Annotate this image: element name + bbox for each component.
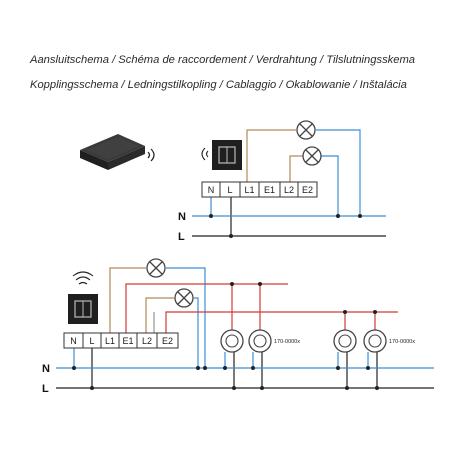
- top-lamp-2-icon: [302, 146, 322, 166]
- bottom-terminal-block: N L L1 E1 L2 E2: [63, 332, 179, 349]
- top-switch-icon: [212, 140, 242, 170]
- bottom-terminal-n: N: [70, 336, 77, 346]
- socket-2-icon: [248, 329, 272, 353]
- title-line-2: Kopplingsschema / Ledningstilkopling / C…: [30, 79, 407, 91]
- smart-hub-icon: [80, 134, 145, 170]
- bottom-terminal-e1: E1: [122, 336, 133, 346]
- bottom-terminal-l: L: [89, 336, 94, 346]
- top-terminal-l2: L2: [284, 185, 294, 195]
- bottom-terminal-l1: L1: [105, 336, 115, 346]
- top-terminal-l: L: [227, 185, 232, 195]
- socket-1-icon: [220, 329, 244, 353]
- socket-group-2-part-number: 170-0000x: [389, 339, 415, 345]
- top-bus-label-n: N: [178, 211, 186, 223]
- title-line-1: Aansluitschema / Schéma de raccordement …: [29, 54, 415, 66]
- top-terminal-e2: E2: [302, 185, 313, 195]
- bottom-bus-label-n: N: [42, 363, 50, 375]
- top-switch-wireless-icon: [201, 147, 209, 161]
- socket-3-icon: [333, 329, 357, 353]
- top-terminal-block: N L L1 E1 L2 E2: [201, 181, 318, 198]
- hub-wireless-signal-icon: [147, 148, 155, 162]
- socket-4-icon: [363, 329, 387, 353]
- bottom-terminal-l2: L2: [142, 336, 152, 346]
- top-terminal-l1: L1: [244, 185, 254, 195]
- bottom-switch-icon: [68, 294, 98, 324]
- bottom-lamp-2-icon: [174, 288, 194, 308]
- top-wiring: [192, 129, 386, 238]
- bottom-wiring: [56, 267, 434, 390]
- bottom-switch-wireless-icon: [72, 271, 94, 285]
- bottom-bus-label-l: L: [42, 383, 49, 395]
- top-lamp-1-icon: [296, 120, 316, 140]
- top-bus-label-l: L: [178, 231, 185, 243]
- top-terminal-e1: E1: [264, 185, 275, 195]
- top-terminal-n: N: [208, 185, 215, 195]
- socket-group-1-part-number: 170-0000x: [274, 339, 300, 345]
- bottom-lamp-1-icon: [146, 258, 166, 278]
- bottom-terminal-e2: E2: [162, 336, 173, 346]
